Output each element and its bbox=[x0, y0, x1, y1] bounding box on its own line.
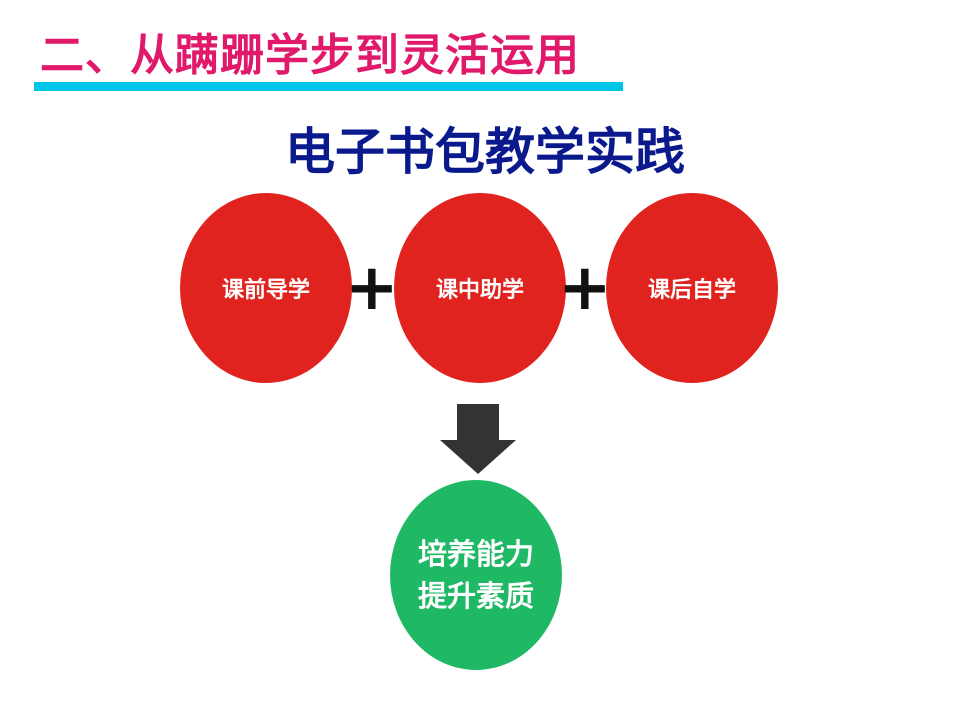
stage-pre-class: 课前导学 bbox=[180, 193, 352, 383]
down-arrow-icon bbox=[440, 404, 516, 474]
section-title: 二、从蹒跚学步到灵活运用 bbox=[40, 30, 580, 81]
slide-subtitle: 电子书包教学实践 bbox=[285, 122, 685, 181]
result-line-2: 提升素质 bbox=[417, 579, 534, 613]
plus-icon: + bbox=[345, 251, 399, 325]
plus-icon: + bbox=[558, 251, 612, 325]
stage-post-class: 课后自学 bbox=[606, 193, 778, 383]
result-circle: 培养能力提升素质 bbox=[390, 480, 562, 670]
title-underline bbox=[34, 82, 623, 91]
stage-in-class: 课中助学 bbox=[394, 193, 566, 383]
result-line-1: 培养能力 bbox=[417, 537, 534, 571]
